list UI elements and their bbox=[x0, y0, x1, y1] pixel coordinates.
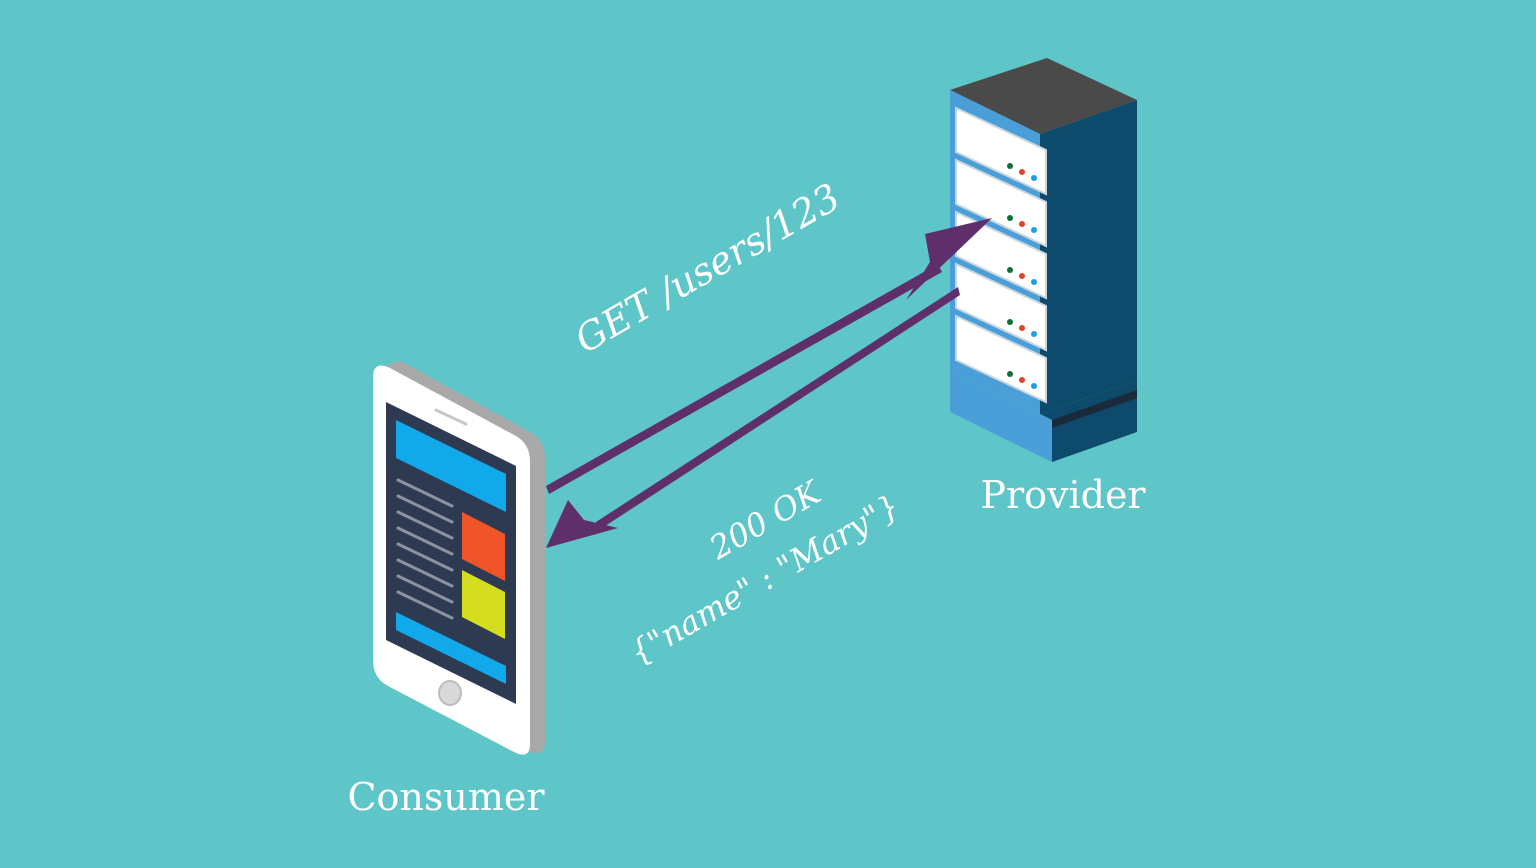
response-arrowhead bbox=[546, 500, 618, 548]
drive-bay bbox=[955, 106, 1047, 196]
smartphone-icon bbox=[373, 361, 545, 755]
screen-header-tile bbox=[396, 420, 506, 512]
request-arrowhead bbox=[906, 218, 992, 300]
home-button bbox=[438, 680, 462, 706]
rack-top bbox=[950, 58, 1137, 134]
screen-text-lines bbox=[396, 478, 454, 620]
response-arrow bbox=[546, 287, 960, 548]
rack-side bbox=[1040, 100, 1137, 414]
request-label: GET /users/123 bbox=[568, 175, 848, 362]
rack-base-strip bbox=[1052, 390, 1137, 428]
drive-bay bbox=[955, 314, 1047, 404]
screen-footer-tile bbox=[396, 612, 506, 684]
request-arrow bbox=[546, 218, 992, 494]
server-rack-icon bbox=[950, 58, 1137, 462]
rack-base-front bbox=[950, 370, 1052, 462]
phone-speaker bbox=[434, 408, 468, 426]
consumer-label: Consumer bbox=[347, 775, 545, 819]
screen-orange-tile bbox=[462, 512, 505, 581]
drive-bay bbox=[955, 158, 1047, 248]
provider-label: Provider bbox=[980, 473, 1146, 517]
screen-yellow-tile bbox=[462, 570, 505, 639]
